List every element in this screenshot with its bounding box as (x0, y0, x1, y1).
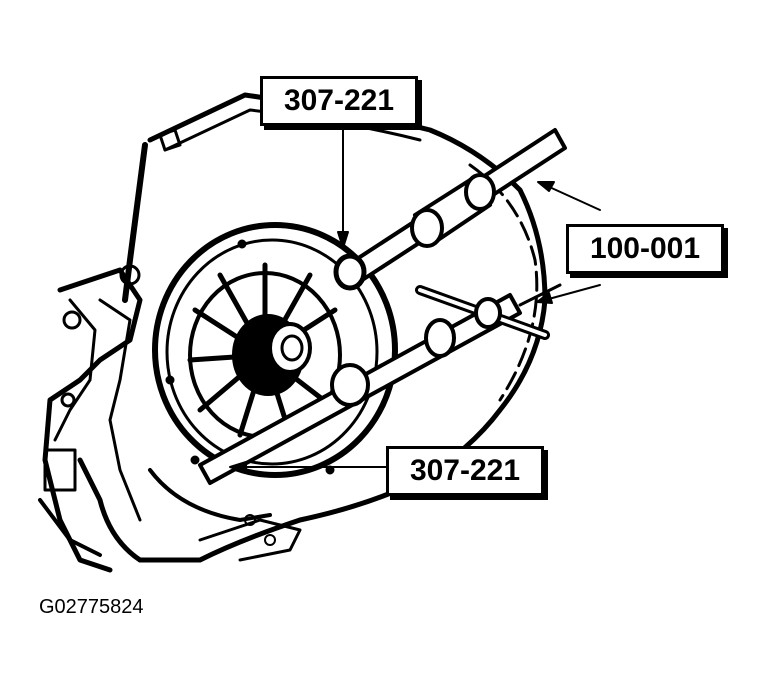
figure-id: G02775824 (39, 596, 144, 618)
upper-tool-rod (333, 128, 567, 291)
flywheel-outer-ring (152, 222, 398, 478)
lower-tool-rod (198, 283, 562, 485)
leader-lines (229, 124, 601, 473)
bell-housing-outline (77, 92, 548, 563)
tool-callout-upper: 307-221 (260, 76, 418, 126)
tool-callout-lower: 307-221 (386, 446, 544, 496)
tool-callout-slide-hammer: 100-001 (566, 224, 724, 274)
